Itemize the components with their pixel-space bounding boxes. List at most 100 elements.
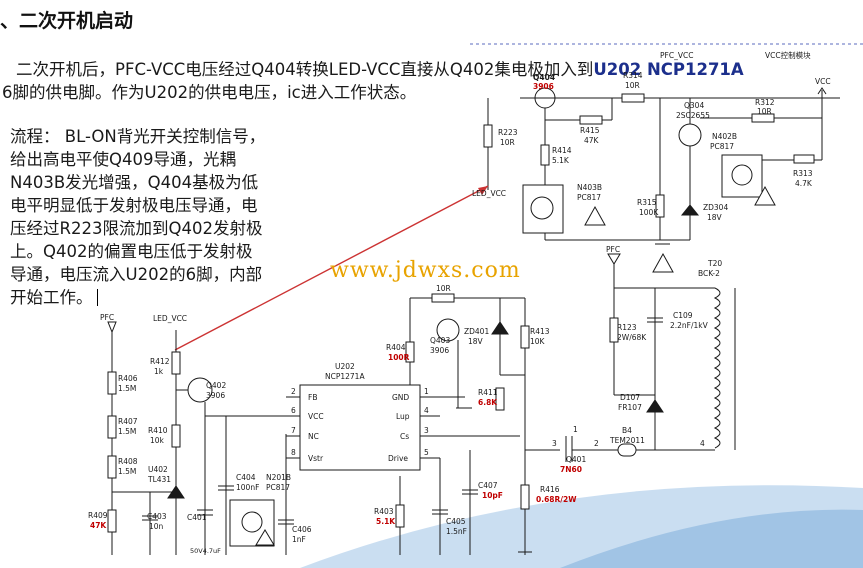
r406-value: 1.5M [118, 384, 136, 393]
section-heading: 、二次开机启动 [0, 10, 134, 32]
t20-value: BCK-2 [698, 269, 720, 278]
b4-label: B4 [622, 426, 632, 435]
n403b-optocoupler [522, 184, 564, 234]
n402b-value: PC817 [710, 142, 734, 151]
pin-label: 3 [552, 439, 557, 448]
u202-pin: 4 [424, 406, 429, 415]
zd304-label: ZD304 [703, 203, 728, 212]
r409-resistor [107, 509, 117, 533]
vcc-label: VCC [815, 77, 831, 86]
r416-label: R416 [540, 485, 560, 494]
r123-resistor [609, 317, 619, 343]
d107-value: FR107 [618, 403, 642, 412]
r414-label: R414 [552, 146, 572, 155]
r415-value: 47K [584, 136, 600, 145]
u202-pin: 7 [291, 426, 296, 435]
t20-label: T20 [707, 259, 722, 268]
r411-resistor [495, 387, 505, 411]
u402-value: TL431 [147, 475, 171, 484]
c401-label: C401 [187, 513, 207, 522]
r223-label: R223 [498, 128, 518, 137]
pin-label: 2 [594, 439, 599, 448]
u202-label: U202 [335, 362, 355, 371]
r313-label: R313 [793, 169, 813, 178]
c407-label: C407 [478, 481, 498, 490]
q304-value: 2SC2655 [676, 111, 710, 120]
q403-value: 3906 [430, 346, 449, 355]
n403b-value: PC817 [577, 193, 601, 202]
q404-value: 3906 [533, 82, 554, 91]
callout-arrowhead [478, 186, 488, 195]
r407-label: R407 [118, 417, 138, 426]
u402-label: U402 [148, 465, 168, 474]
intro-line-1-text: 二次开机后，PFC-VCC电压经过Q404转换LED-VCC直接从Q402集电极… [16, 60, 594, 79]
led-vcc-label: LED_VCC [472, 189, 506, 198]
intro-paragraph-line-1: 二次开机后，PFC-VCC电压经过Q404转换LED-VCC直接从Q402集电极… [16, 59, 744, 80]
warning-icon [255, 529, 275, 546]
r314-value: 10R [625, 81, 640, 90]
r313-resistor [793, 154, 815, 164]
u202-pin-name: Lup [396, 412, 410, 421]
flow-line: 开始工作。 [10, 287, 98, 308]
u202-pin-name: NC [308, 432, 319, 441]
r313-value: 4.7K [795, 179, 813, 188]
r413-label: R413 [530, 327, 550, 336]
u202-pin: 6 [291, 406, 296, 415]
r314-resistor [621, 93, 645, 103]
flow-line: 上。Q402的偏置电压低于发射极 [10, 242, 253, 261]
r409-label: R409 [88, 511, 108, 520]
n201b-value: PC817 [266, 483, 290, 492]
r407-value: 1.5M [118, 427, 136, 436]
u202-pin: 3 [424, 426, 429, 435]
q401-label: Q401 [566, 455, 586, 464]
u202-pin-name: GND [392, 393, 409, 402]
q403-symbol [436, 318, 460, 342]
u202-pin-name: Drive [388, 454, 408, 463]
r413-resistor [520, 325, 530, 349]
callout-arrow [174, 185, 489, 351]
r416-value: 0.68R/2W [536, 495, 577, 504]
c404-label: C404 [236, 473, 256, 482]
background-swoosh [300, 485, 863, 568]
r407-resistor [107, 415, 117, 439]
c403-value: 10n [149, 522, 164, 531]
u202-value: NCP1271A [325, 372, 365, 381]
pfc-label-right: PFC [606, 245, 620, 254]
r410-value: 10k [150, 436, 165, 445]
c109-value: 2.2nF/1kV [670, 321, 709, 330]
q304-symbol [678, 123, 702, 147]
intro-line-1-highlight: U202 NCP1271A [593, 60, 744, 79]
r312-label: R312 [755, 98, 775, 107]
r312-value: 10R [757, 107, 772, 116]
n402b-optocoupler [721, 154, 763, 198]
c406-label: C406 [292, 525, 312, 534]
top-schematic [470, 43, 863, 245]
r123-label: R123 [617, 323, 637, 332]
warning-icon [652, 252, 674, 273]
u202-pin: 1 [424, 387, 429, 396]
r406-resistor [107, 371, 117, 395]
r404-label: R404 [386, 343, 406, 352]
r412-value: 1k [154, 367, 164, 376]
u202-pin: 5 [424, 448, 429, 457]
flow-line: 给出高电平使Q409导通，光耦 [10, 150, 236, 169]
q402-value: 3906 [206, 391, 225, 400]
q404-label: Q404 [533, 73, 555, 82]
r404-value: 100R [388, 353, 410, 362]
n402b-transistor [731, 164, 753, 186]
r315-label: R315 [637, 198, 657, 207]
r408-value: 1.5M [118, 467, 136, 476]
c401-value: 50V4.7uF [190, 547, 221, 555]
zd401-value: 18V [468, 337, 484, 346]
c109-label: C109 [673, 311, 693, 320]
intro-paragraph-line-2: 6脚的供电脚。作为U202的供电电压，ic进入工作状态。 [2, 83, 417, 102]
t20-winding [713, 287, 721, 449]
u202-pin-name: VCC [308, 412, 324, 421]
u202-chip [299, 384, 421, 471]
pfc-input-symbol [107, 321, 117, 334]
b4-value: TEM2011 [609, 436, 645, 445]
r223-resistor [483, 124, 493, 148]
r411-value: 6.8K [478, 398, 498, 407]
frame-label: VCC控制模块 [765, 50, 811, 60]
